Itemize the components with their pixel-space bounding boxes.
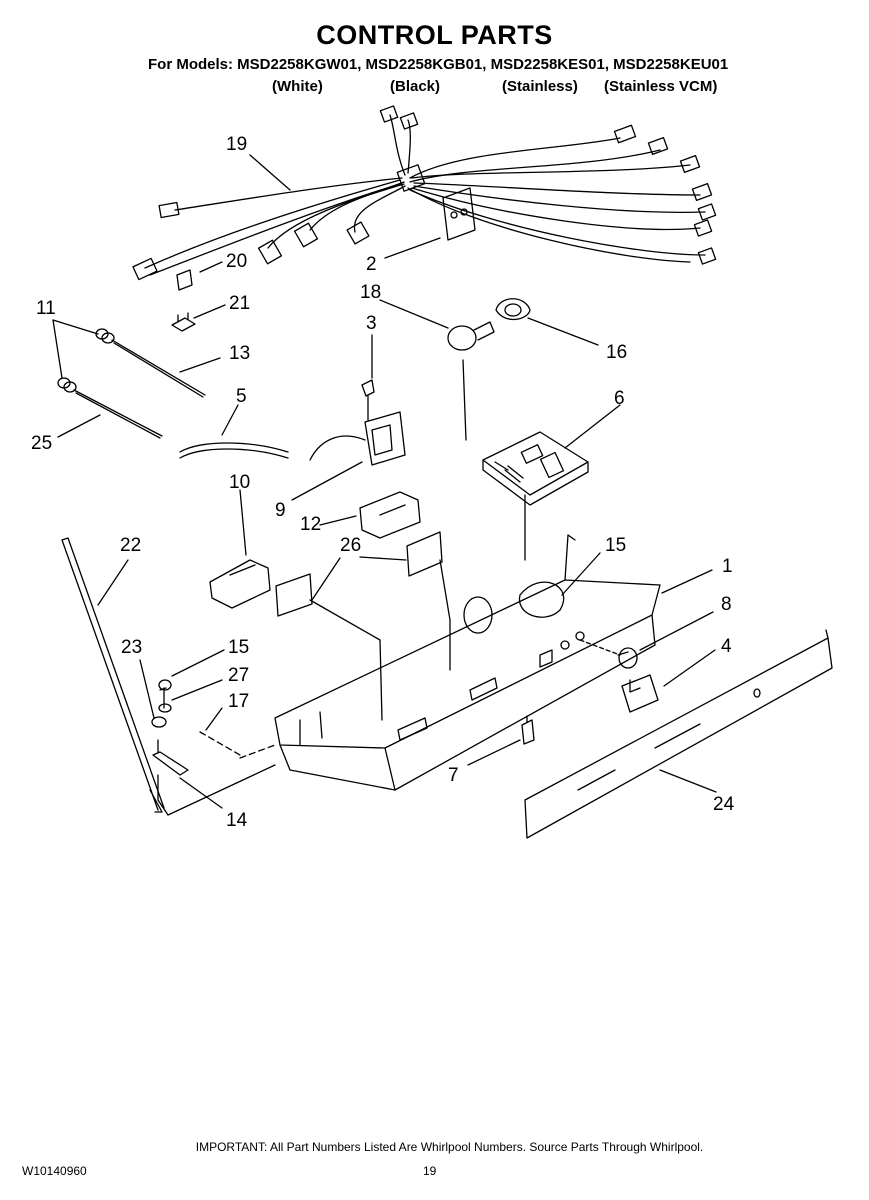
screw-7-drawing — [521, 715, 535, 745]
document-number: W10140960 — [22, 1164, 87, 1178]
callout-20: 20 — [226, 251, 247, 272]
callout-11: 11 — [36, 298, 56, 319]
callout-numbers: 19 20 2 18 3 16 21 11 13 5 6 25 10 9 12 … — [31, 134, 735, 831]
callout-24: 24 — [713, 794, 735, 815]
bracket-10-drawing — [209, 559, 271, 609]
callout-26: 26 — [340, 535, 361, 556]
callout-2: 2 — [366, 254, 377, 275]
wire-harness-drawing — [132, 105, 717, 281]
variant-white: (White) — [272, 78, 323, 95]
tube-drawing — [179, 442, 289, 459]
model-list: For Models: MSD2258KGW01, MSD2258KGB01, … — [148, 56, 729, 73]
label-26-left-drawing — [275, 573, 313, 617]
control-housing-drawing — [274, 534, 661, 791]
callout-13: 13 — [229, 343, 250, 364]
callout-3: 3 — [366, 313, 377, 334]
callout-22: 22 — [120, 535, 141, 556]
callout-10: 10 — [229, 472, 250, 493]
callout-9: 9 — [275, 500, 286, 521]
callout-16: 16 — [606, 342, 627, 363]
variant-stainless-vcm: (Stainless VCM) — [604, 78, 718, 95]
callout-27: 27 — [228, 665, 249, 686]
variant-black: (Black) — [390, 78, 441, 95]
callout-15-b: 15 — [228, 637, 249, 658]
callout-7: 7 — [448, 765, 459, 786]
callout-6: 6 — [614, 388, 625, 409]
page-number: 19 — [423, 1164, 437, 1178]
callout-5: 5 — [236, 386, 247, 407]
callout-12: 12 — [300, 514, 321, 535]
callout-18: 18 — [360, 282, 381, 303]
leader-lines — [52, 154, 717, 809]
page-title: CONTROL PARTS — [316, 20, 553, 50]
callout-15: 15 — [605, 535, 626, 556]
callout-25: 25 — [31, 433, 52, 454]
lamp-drawing — [447, 298, 531, 441]
callout-23: 23 — [121, 637, 142, 658]
hinge-hardware-drawing — [151, 679, 276, 816]
bracket-12-drawing — [359, 491, 421, 539]
clip-20-drawing — [176, 269, 193, 291]
callout-19: 19 — [226, 134, 247, 155]
callout-17: 17 — [228, 691, 249, 712]
trim-strip-drawing — [524, 629, 833, 839]
callout-21: 21 — [229, 293, 250, 314]
callout-4: 4 — [721, 636, 732, 657]
label-26-right-drawing — [406, 531, 443, 577]
thermostat-drawing — [309, 379, 406, 466]
sourcing-note: IMPORTANT: All Part Numbers Listed Are W… — [195, 1140, 704, 1154]
variant-stainless: (Stainless) — [502, 78, 578, 95]
callout-14: 14 — [226, 810, 248, 831]
rail-22-drawing — [61, 537, 165, 813]
clip-21-drawing — [171, 312, 196, 332]
control-board-drawing — [482, 431, 589, 561]
callout-8: 8 — [721, 594, 732, 615]
rod-and-nut-drawing — [57, 328, 206, 439]
knob-and-switch-drawing — [617, 647, 659, 713]
callout-1: 1 — [722, 556, 733, 577]
cover-plate-drawing — [442, 187, 476, 241]
